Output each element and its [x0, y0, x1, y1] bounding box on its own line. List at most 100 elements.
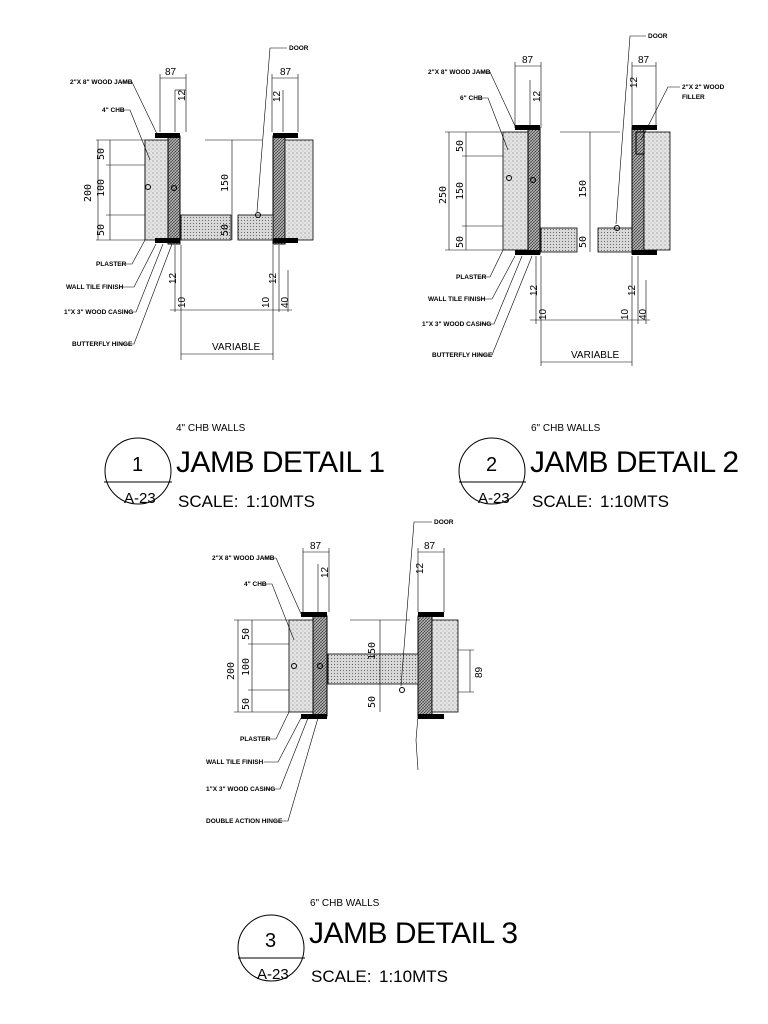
dim-top-right-small-1: 12 — [272, 90, 283, 102]
dim-overall-3: 200 — [226, 662, 237, 680]
label-chb-1: 4" CHB — [102, 107, 125, 114]
dim-top-left-small-1: 12 — [177, 89, 188, 101]
dim-lower-1: 50 — [96, 224, 107, 236]
door-dimensions-3: 150 50 — [350, 619, 410, 712]
door-leaf-b-1 — [237, 214, 274, 241]
label-wall-tile-2: WALL TILE FINISH — [428, 296, 486, 303]
detail-number-1: 1 — [132, 454, 143, 476]
dim-lower-3: 50 — [241, 698, 252, 710]
label-wall-tile-1: WALL TILE FINISH — [66, 284, 124, 291]
dim-door-total-1: 150 — [220, 174, 231, 192]
dim-top-left-3: 87 — [310, 541, 322, 552]
label-plaster-1: PLASTER — [96, 261, 127, 268]
dim-top-right-3: 87 — [424, 541, 436, 552]
dim-bot-right-1: 10 — [261, 296, 272, 308]
dim-door-thk-1: 50 — [220, 224, 231, 236]
top-dimensions-3: 87 12 87 12 — [302, 541, 445, 612]
dim-door-thk-3: 50 — [367, 696, 378, 708]
door-leaf-3 — [327, 653, 419, 685]
dim-top-right-small-2: 12 — [629, 76, 640, 88]
dim-top-left-2: 87 — [522, 55, 534, 66]
left-dimensions-2: 250 50 150 50 — [438, 131, 503, 251]
wood-jamb-right-3 — [417, 615, 433, 717]
door-leaf-a-1 — [180, 214, 232, 241]
label-wood-jamb-2: 2"X 8" WOOD JAMB — [428, 69, 491, 76]
callouts-3: 2"X 8" WOOD JAMB 4" CHB DOOR PLASTER WAL… — [206, 519, 454, 825]
dim-right-wall-3: 89 — [474, 666, 485, 678]
subtitle-2: 6" CHB WALLS — [531, 423, 601, 434]
subtitle-3: 6" CHB WALLS — [310, 898, 380, 909]
dim-upper-1: 50 — [96, 148, 107, 160]
dim-upper-3: 50 — [241, 628, 252, 640]
bottom-dimensions-1: 12 10 12 10 40 VARIABLE — [168, 245, 292, 360]
dim-bot-left-small-1: 12 — [168, 272, 179, 284]
dim-door-total-2: 150 — [578, 180, 589, 198]
right-dimension-3: 89 — [458, 649, 485, 693]
jamb-detail-3-drawing: 87 12 87 12 200 50 100 — [206, 519, 485, 825]
dim-top-left-small-2: 12 — [532, 90, 543, 102]
dim-door-thk-2: 50 — [578, 236, 589, 248]
title-block-1: 1 A-23 4" CHB WALLS JAMB DETAIL 1 SCALE:… — [104, 423, 385, 511]
dim-middle-3: 100 — [241, 658, 252, 676]
wall-section-left-3 — [288, 619, 316, 713]
wall-section-left-2 — [502, 131, 530, 251]
callouts-1: 2"X 8" WOOD JAMB 4" CHB DOOR PLASTER WAL… — [64, 45, 309, 348]
dim-top-left-1: 87 — [165, 67, 177, 78]
door-dimensions-2: 150 50 — [560, 131, 620, 252]
dim-bot-right-b-1: 40 — [280, 296, 291, 308]
label-door-3: DOOR — [434, 519, 454, 526]
label-plaster-2: PLASTER — [456, 274, 487, 281]
dim-bot-right-small-1: 12 — [268, 272, 279, 284]
bottom-dimensions-2: 12 10 12 10 40 VARIABLE — [529, 256, 650, 366]
title-2: JAMB DETAIL 2 — [530, 446, 739, 479]
wall-section-right-2 — [643, 131, 671, 251]
scale-value-1: 1:10MTS — [246, 492, 315, 511]
label-hinge-2: BUTTERFLY HINGE — [432, 352, 493, 359]
dim-variable-1: VARIABLE — [212, 342, 260, 353]
label-hinge-3: DOUBLE ACTION HINGE — [206, 818, 283, 825]
label-chb-2: 6" CHB — [460, 95, 483, 102]
label-chb-3: 4" CHB — [244, 581, 267, 588]
sheet-ref-1: A-23 — [124, 490, 156, 507]
label-casing-3: 1"X 3" WOOD CASING — [206, 786, 275, 793]
dim-lower-2: 50 — [455, 236, 466, 248]
dim-bot-right-2: 10 — [620, 308, 631, 320]
callouts-2: 2"X 8" WOOD JAMB 6" CHB DOOR 2"X 2" WOOD… — [422, 33, 725, 359]
label-door-2: DOOR — [648, 33, 668, 40]
label-casing-2: 1"X 3" WOOD CASING — [422, 321, 491, 328]
left-dimensions-1: 200 50 100 50 — [83, 139, 145, 241]
scale-label-2: SCALE: — [532, 492, 592, 511]
door-leaf-a-2 — [540, 227, 578, 253]
left-dimensions-3: 200 50 100 50 — [226, 619, 289, 713]
wood-jamb-left-2 — [527, 127, 541, 255]
dim-middle-2: 150 — [455, 182, 466, 200]
title-block-2: 2 A-23 6" CHB WALLS JAMB DETAIL 2 SCALE:… — [458, 423, 739, 511]
top-dimensions-1: 87 12 87 12 — [159, 67, 299, 132]
dim-variable-2: VARIABLE — [571, 350, 619, 361]
wood-filler-2 — [635, 131, 645, 155]
dim-middle-1: 100 — [96, 179, 107, 197]
detail-number-2: 2 — [486, 454, 497, 476]
wall-section-left-1 — [144, 139, 171, 241]
scale-label-1: SCALE: — [178, 492, 238, 511]
scale-label-3: SCALE: — [311, 967, 371, 986]
title-1: JAMB DETAIL 1 — [176, 446, 385, 479]
label-wall-tile-3: WALL TILE FINISH — [206, 759, 264, 766]
dim-bot-left-small-2: 12 — [529, 284, 540, 296]
dim-top-right-small-3: 12 — [415, 562, 426, 574]
wall-section-right-3 — [431, 619, 459, 713]
door-leaf-b-2 — [597, 227, 633, 253]
dim-overall-2: 250 — [438, 186, 449, 204]
label-wood-jamb-1: 2"X 8" WOOD JAMB — [70, 79, 133, 86]
detail-number-3: 3 — [265, 930, 276, 952]
label-door-1: DOOR — [289, 45, 309, 52]
dim-upper-2: 50 — [455, 140, 466, 152]
title-3: JAMB DETAIL 3 — [309, 917, 518, 950]
dim-top-left-small-3: 12 — [320, 566, 331, 578]
subtitle-1: 4" CHB WALLS — [176, 423, 246, 434]
dim-door-total-3: 150 — [367, 642, 378, 660]
label-filler-2b: FILLER — [682, 94, 705, 101]
dim-bot-right-small-2: 12 — [627, 284, 638, 296]
wood-jamb-left-3 — [312, 615, 328, 717]
